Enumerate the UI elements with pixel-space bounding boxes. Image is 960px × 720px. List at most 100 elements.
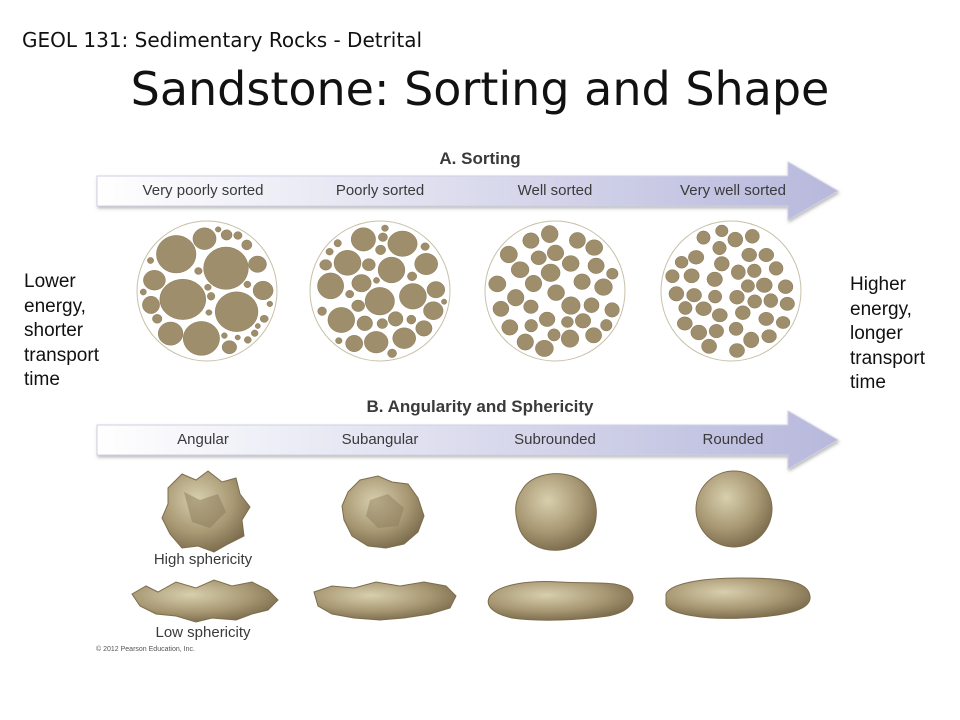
sand-grain: [606, 268, 619, 280]
sand-grain: [547, 284, 565, 301]
sand-grain: [377, 256, 406, 284]
sand-grain: [525, 275, 543, 293]
right-note-line: transport: [850, 347, 925, 369]
sand-grain: [761, 329, 777, 344]
sorting-arrow: [96, 161, 839, 221]
sand-grain: [243, 280, 252, 288]
sand-grain: [594, 278, 613, 296]
sand-grain: [381, 224, 389, 232]
sand-grain: [668, 286, 685, 302]
sorting-heading: A. Sorting: [439, 149, 521, 168]
sand-grain: [735, 305, 751, 320]
sorting-sample-very-poorly-sorted: [136, 220, 278, 362]
sand-grain: [319, 259, 332, 271]
sand-grain: [747, 294, 762, 309]
sand-grain: [142, 295, 160, 314]
sand-grain: [569, 232, 586, 249]
sand-grain: [758, 247, 774, 262]
sand-grain: [729, 343, 745, 358]
sand-grain: [665, 269, 680, 284]
sand-grain: [777, 279, 794, 294]
sand-grain: [182, 321, 220, 356]
sand-grain: [779, 296, 795, 311]
sand-grain: [775, 316, 791, 329]
sand-grain: [708, 289, 722, 304]
grain-subrounded-high-sphericity: [515, 473, 597, 551]
sand-grain: [706, 271, 723, 287]
grain-rounded-high-sphericity: [695, 470, 773, 548]
sand-grain: [524, 319, 538, 333]
angularity-arrow: [96, 410, 839, 470]
sand-grain: [327, 307, 355, 333]
sand-grain: [501, 319, 519, 336]
sand-grain: [158, 321, 184, 346]
sand-grain: [203, 246, 249, 290]
sand-grain: [756, 277, 773, 293]
left-note-line: shorter: [24, 320, 84, 341]
sand-grain: [221, 340, 237, 355]
left-note-line: energy,: [24, 295, 86, 317]
sorting-label-very-well: Very well sorted: [680, 182, 786, 199]
sand-grain: [356, 315, 373, 331]
sand-grain: [683, 268, 700, 284]
sand-grain: [415, 320, 433, 337]
sand-grain: [585, 239, 604, 256]
sand-grain: [523, 299, 539, 314]
sand-grain: [254, 323, 261, 329]
left-energy-note: Lower energy, shorter transport time: [24, 270, 99, 393]
angularity-label-rounded: Rounded: [702, 431, 764, 448]
sand-grain: [233, 231, 243, 240]
sand-grain: [583, 297, 600, 313]
low-sphericity-label: Low sphericity: [155, 624, 251, 641]
sand-grain: [743, 331, 760, 349]
sand-grain: [741, 247, 757, 262]
left-note-line: Lower: [24, 271, 76, 292]
sand-grain: [406, 314, 416, 325]
grain-subangular-low-sphericity: [313, 581, 457, 621]
sand-grain: [351, 299, 365, 312]
angularity-heading: B. Angularity and Sphericity: [366, 397, 594, 416]
sand-grain: [156, 235, 197, 274]
right-note-line: longer: [850, 323, 903, 344]
sand-grain: [259, 314, 269, 323]
sand-grain: [678, 301, 693, 315]
sand-grain: [695, 301, 712, 316]
sand-grain: [220, 229, 233, 241]
sand-grain: [510, 261, 530, 278]
sand-grain: [317, 306, 327, 316]
sand-grain: [234, 334, 241, 341]
sand-grain: [414, 253, 438, 275]
high-sphericity-label: High sphericity: [153, 551, 253, 568]
angularity-label-angular: Angular: [177, 431, 229, 448]
sand-grain: [540, 263, 561, 282]
sand-grain: [335, 337, 343, 345]
sorting-label-poorly: Poorly sorted: [335, 182, 425, 199]
sand-grain: [712, 308, 728, 323]
sand-grain: [492, 300, 510, 317]
sand-grain: [192, 227, 217, 250]
sand-grain: [562, 255, 580, 272]
sand-grain: [147, 257, 154, 264]
sand-grain: [248, 255, 267, 273]
sand-grain: [244, 336, 252, 344]
sand-grain: [688, 250, 705, 265]
sand-grain: [547, 244, 565, 262]
sand-grain: [345, 335, 364, 352]
sand-grain: [727, 231, 743, 248]
sand-grain: [387, 348, 397, 358]
sand-grain: [600, 319, 613, 332]
sand-grain: [530, 250, 547, 265]
sand-grain: [575, 313, 592, 329]
sand-grain: [407, 271, 417, 281]
sand-grain: [768, 261, 784, 276]
sand-grain: [701, 338, 717, 354]
sand-grain: [690, 324, 707, 341]
sand-grain: [426, 281, 445, 299]
grain-subrounded-low-sphericity: [487, 581, 634, 621]
sand-grain: [375, 244, 386, 255]
sand-grain: [677, 316, 693, 331]
sand-grain: [714, 256, 730, 272]
sand-grain: [215, 226, 222, 233]
sand-grain: [392, 327, 416, 349]
